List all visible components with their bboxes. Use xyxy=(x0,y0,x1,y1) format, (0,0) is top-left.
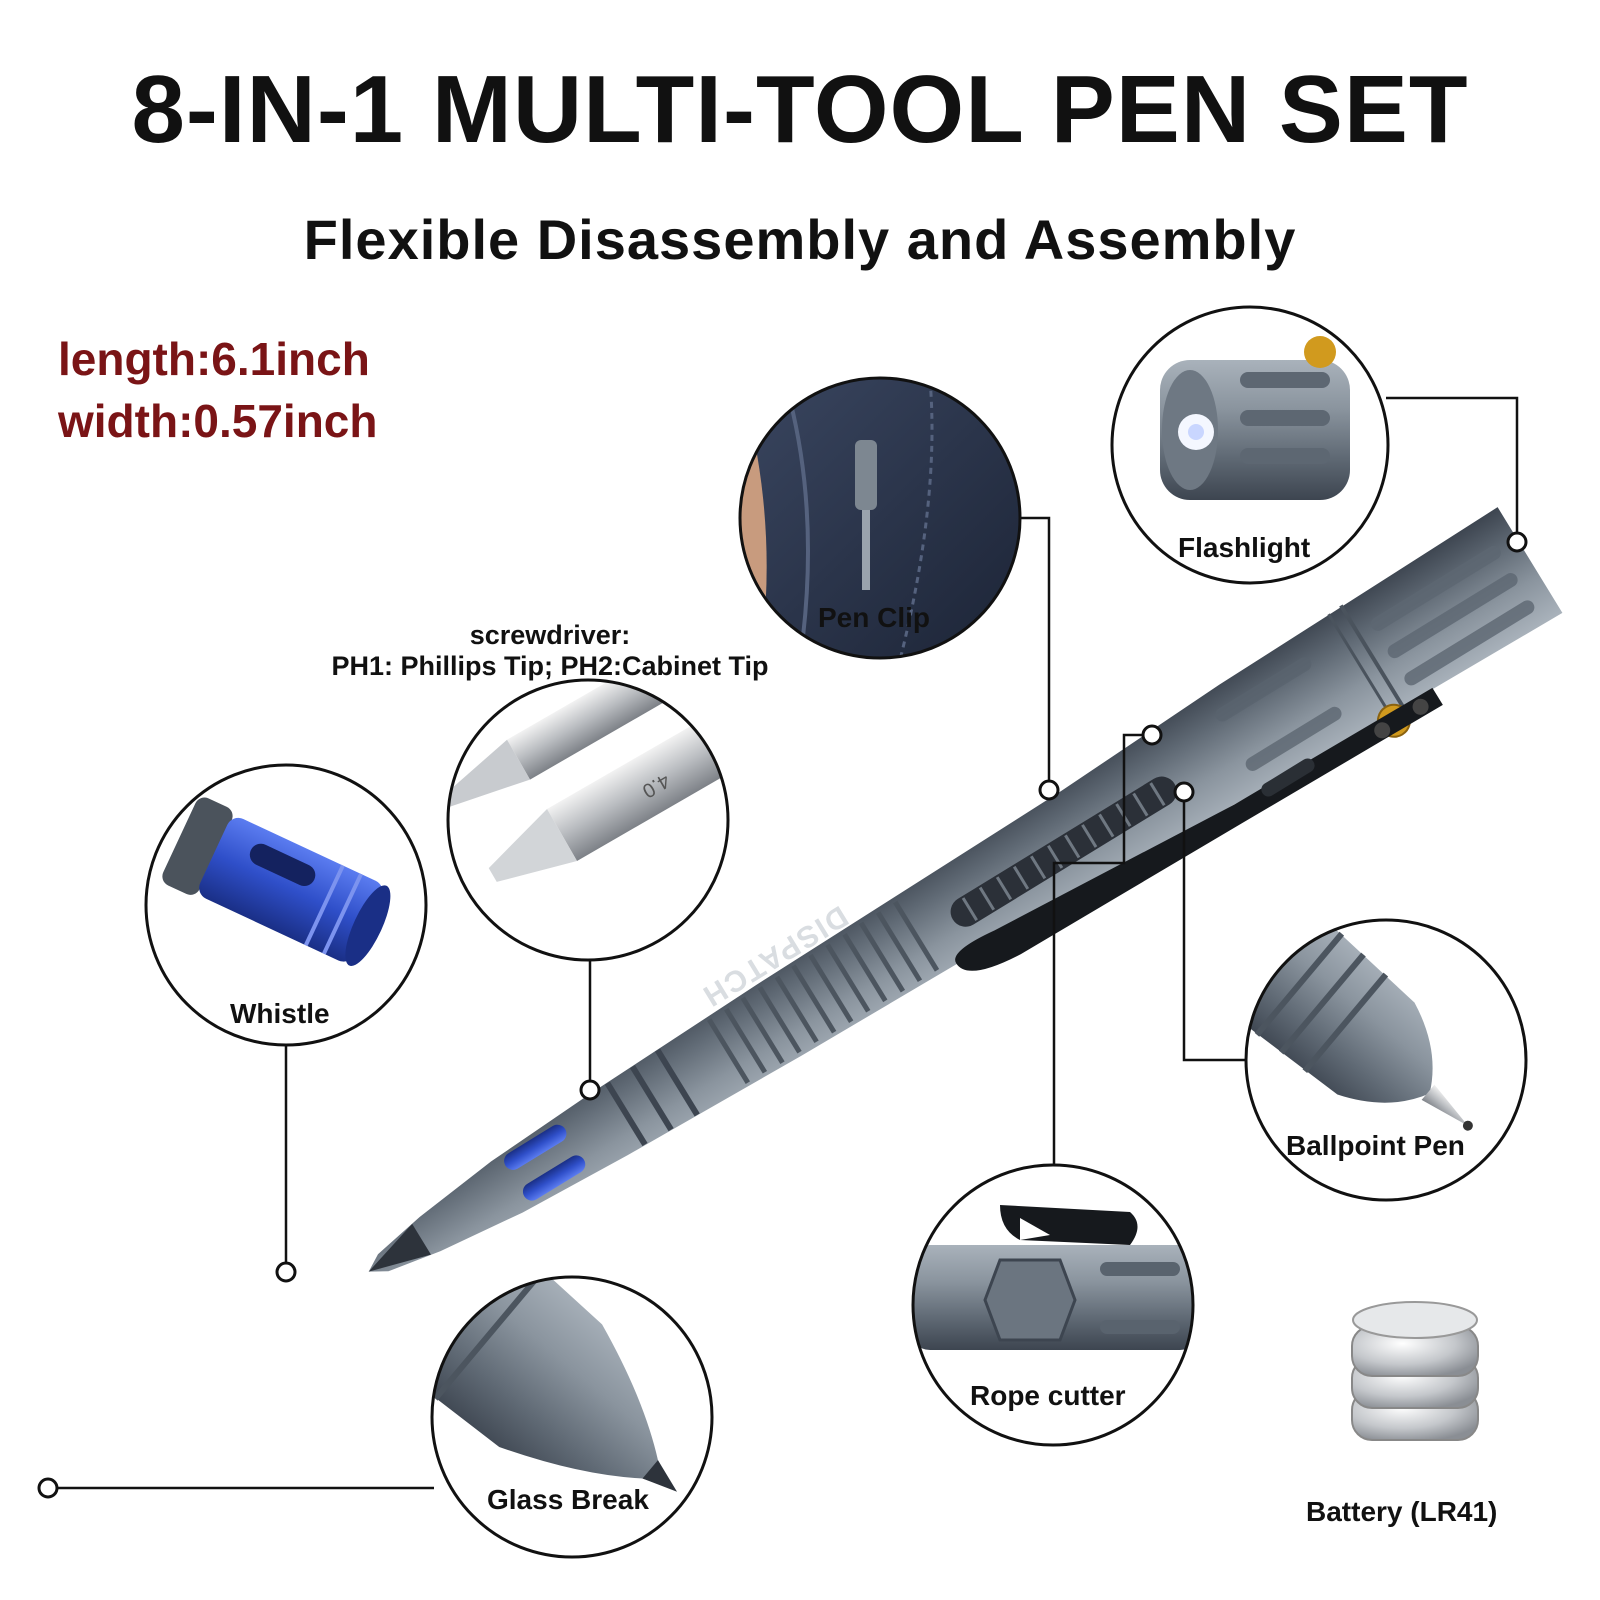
ballpoint-callout xyxy=(1244,918,1528,1202)
label-ballpoint-pen: Ballpoint Pen xyxy=(1286,1130,1465,1161)
width-spec: width:0.57inch xyxy=(58,395,378,447)
battery-stack xyxy=(1351,1301,1479,1441)
connector-lines xyxy=(48,396,1519,1490)
screwdriver-callout: 4.0 xyxy=(446,678,730,962)
label-glass-break: Glass Break xyxy=(487,1484,649,1515)
label-battery: Battery (LR41) xyxy=(1306,1496,1498,1527)
screwdriver-note-title: screwdriver: xyxy=(469,620,631,650)
page-subtitle: Flexible Disassembly and Assembly xyxy=(303,208,1297,271)
length-spec: length:6.1inch xyxy=(58,333,370,385)
label-rope-cutter: Rope cutter xyxy=(970,1380,1126,1411)
connector-dots xyxy=(37,531,1528,1499)
label-whistle: Whistle xyxy=(230,998,330,1029)
label-flashlight: Flashlight xyxy=(1178,532,1311,563)
screwdriver-note-tips: PH1: Phillips Tip; PH2:Cabinet Tip xyxy=(331,651,769,681)
whistle-callout xyxy=(144,763,428,1047)
page-title: 8-IN-1 MULTI-TOOL PEN SET xyxy=(131,56,1469,163)
label-pen-clip: Pen Clip xyxy=(818,602,931,633)
rope-cutter-callout xyxy=(911,1163,1195,1447)
flashlight-callout xyxy=(1110,305,1390,585)
screwdriver-note: screwdriver: PH1: Phillips Tip; PH2:Cabi… xyxy=(270,620,830,682)
glass-break-callout xyxy=(430,1275,714,1559)
main-pen: DISPATCH xyxy=(368,507,1563,1272)
